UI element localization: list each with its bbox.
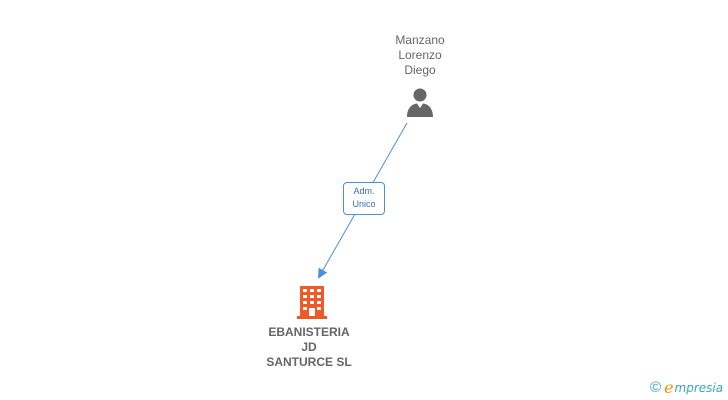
relation-label-line-1: Adm. [353,186,375,196]
relation-label[interactable]: Adm. Unico [343,182,385,215]
brand-logo: © e mpresia [650,378,723,398]
person-name-line-3: Diego [404,63,436,77]
person-name-line-2: Lorenzo [398,48,442,62]
person-icon[interactable] [404,86,436,118]
company-name-line-1: EBANISTERIA [268,325,350,339]
person-node-name[interactable]: Manzano Lorenzo Diego [360,33,480,78]
company-name-line-3: SANTURCE SL [266,355,352,369]
brand-logo-text: mpresia [674,381,724,395]
company-node-name[interactable]: EBANISTERIA JD SANTURCE SL [240,325,378,370]
brand-logo-initial: e [664,378,674,397]
person-name-line-1: Manzano [395,33,445,47]
copyright-icon: © [650,379,662,396]
building-icon[interactable] [294,284,330,320]
company-name-line-2: JD [301,340,317,354]
relation-label-line-2: Unico [352,199,376,209]
